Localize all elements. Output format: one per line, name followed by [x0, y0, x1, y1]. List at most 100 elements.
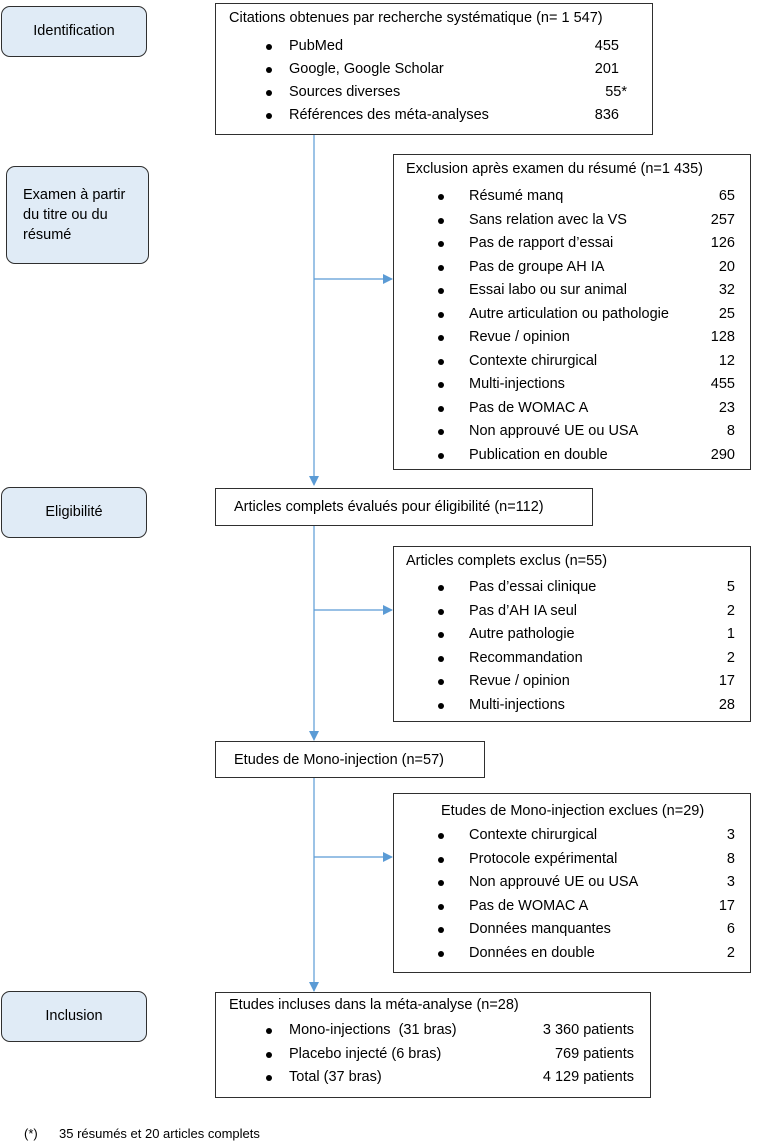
- full-text-assessed-box: Articles complets évalués pour éligibili…: [215, 488, 593, 526]
- list-item: Revue / opinion 17: [394, 670, 750, 693]
- footnote-text: 35 résumés et 20 articles complets: [59, 1126, 260, 1141]
- citations-box: Citations obtenues par recherche systéma…: [215, 3, 653, 135]
- bullet-icon: [438, 194, 444, 200]
- bullet-icon: [438, 429, 444, 435]
- list-item: Essai labo ou sur animal 32: [394, 279, 750, 302]
- item-value: 25: [718, 305, 735, 322]
- item-label: Non approuvé UE ou USA: [469, 423, 639, 439]
- bullet-icon: [438, 382, 444, 388]
- stage-screening: Examen à partir du titre ou du résumé: [6, 166, 149, 264]
- item-value: 6: [726, 921, 735, 937]
- item-label: Contexte chirurgical: [469, 827, 598, 843]
- item-value: 201: [594, 61, 619, 77]
- list-item: Revue / opinion 128: [394, 326, 750, 349]
- mono-excluded-box: Etudes de Mono-injection exclues (n=29) …: [393, 793, 751, 973]
- item-label: Essai labo ou sur animal: [469, 282, 627, 298]
- item-value: 5: [726, 579, 735, 595]
- item-label: Pas d’AH IA seul: [469, 602, 577, 619]
- item-label: Revue / opinion: [469, 329, 570, 345]
- list-item: Total (37 bras) 4 129 patients: [216, 1066, 650, 1089]
- list-item: Multi-injections 455: [394, 373, 750, 396]
- item-label: Multi-injections: [469, 376, 565, 392]
- item-label: Références des méta-analyses: [289, 107, 489, 123]
- bullet-icon: [438, 856, 444, 863]
- abstract-exclusion-box: Exclusion après examen du résumé (n=1 43…: [393, 154, 751, 470]
- bullet-icon: [266, 44, 272, 50]
- list-item: Autre articulation ou pathologie 25: [394, 303, 750, 326]
- item-label: Non approuvé UE ou USA: [469, 874, 639, 890]
- item-value: 1: [726, 626, 735, 642]
- item-label: Pas de groupe AH IA: [469, 258, 605, 275]
- item-value: 128: [710, 329, 735, 345]
- item-value: 126: [710, 235, 735, 251]
- list-item: Pas de WOMAC A 23: [394, 397, 750, 420]
- item-value: 2: [726, 602, 735, 619]
- bullet-icon: [438, 702, 444, 709]
- bullet-icon: [438, 880, 444, 886]
- item-value: 65: [718, 188, 735, 204]
- item-label: Recommandation: [469, 649, 583, 666]
- item-label: PubMed: [289, 38, 344, 54]
- bullet-icon: [438, 311, 444, 318]
- list-item: Références des méta-analyses 836: [216, 104, 652, 127]
- bullet-icon: [438, 241, 444, 247]
- bullet-icon: [438, 927, 444, 933]
- list-item: PubMed 455: [216, 35, 652, 58]
- stage-identification: Identification: [1, 6, 147, 57]
- list-item: Contexte chirurgical 3: [394, 824, 750, 847]
- list-item: Pas de rapport d’essai 126: [394, 232, 750, 255]
- list-item: Google, Google Scholar 201: [216, 58, 652, 81]
- bullet-icon: [438, 335, 444, 341]
- list-item: Mono-injections (31 bras) 3 360 patients: [216, 1019, 650, 1042]
- item-label: Pas de WOMAC A: [469, 399, 589, 416]
- item-label: Contexte chirurgical: [469, 352, 598, 369]
- item-label: Mono-injections (31 bras): [289, 1022, 457, 1038]
- item-label: Données manquantes: [469, 921, 611, 937]
- bullet-icon: [438, 264, 444, 271]
- stage-eligibility: Eligibilité: [1, 487, 147, 538]
- bullet-icon: [438, 632, 444, 638]
- item-label: Autre pathologie: [469, 626, 575, 642]
- bullet-icon: [266, 1028, 272, 1034]
- item-label: Placebo injecté (6 bras): [289, 1045, 442, 1062]
- list-item: Non approuvé UE ou USA 8: [394, 420, 750, 443]
- item-value: 290: [710, 446, 735, 463]
- list-item: Données en double 2: [394, 942, 750, 965]
- list-item: Données manquantes 6: [394, 918, 750, 941]
- list-item: Pas d’AH IA seul 2: [394, 600, 750, 623]
- stage-screening-label: Examen à partir du titre ou du résumé: [23, 186, 126, 244]
- item-label: Autre articulation ou pathologie: [469, 305, 669, 322]
- citations-title: Citations obtenues par recherche systéma…: [229, 10, 603, 26]
- stage-inclusion-label: Inclusion: [45, 1008, 103, 1025]
- list-item: Publication en double 290: [394, 444, 750, 467]
- footnote: (*)35 résumés et 20 articles complets: [24, 1126, 260, 1141]
- bullet-icon: [266, 67, 272, 73]
- bullet-icon: [266, 1051, 272, 1058]
- bullet-icon: [266, 90, 272, 96]
- item-value: 769 patients: [554, 1045, 634, 1062]
- item-label: Données en double: [469, 944, 595, 961]
- list-item: Contexte chirurgical 12: [394, 350, 750, 373]
- bullet-icon: [438, 288, 444, 294]
- item-label: Total (37 bras): [289, 1069, 382, 1085]
- full-text-assessed-title: Articles complets évalués pour éligibili…: [234, 499, 544, 515]
- item-label: Pas d’essai clinique: [469, 579, 597, 595]
- mono-injection-title: Etudes de Mono-injection (n=57): [234, 751, 444, 768]
- item-value: 17: [718, 673, 735, 689]
- item-value: 55*: [605, 84, 627, 100]
- list-item: Multi-injections 28: [394, 694, 750, 717]
- item-value: 12: [718, 352, 735, 369]
- list-item: Pas d’essai clinique 5: [394, 576, 750, 599]
- included-title: Etudes incluses dans la méta-analyse (n=…: [229, 997, 519, 1013]
- item-value: 17: [718, 897, 735, 914]
- item-value: 257: [710, 211, 735, 228]
- item-label: Publication en double: [469, 446, 608, 463]
- item-value: 23: [718, 399, 735, 416]
- list-item: Sans relation avec la VS 257: [394, 209, 750, 232]
- item-label: Google, Google Scholar: [289, 61, 444, 77]
- bullet-icon: [266, 1075, 272, 1081]
- list-item: Autre pathologie 1: [394, 623, 750, 646]
- item-label: Pas de rapport d’essai: [469, 235, 614, 251]
- bullet-icon: [438, 679, 444, 685]
